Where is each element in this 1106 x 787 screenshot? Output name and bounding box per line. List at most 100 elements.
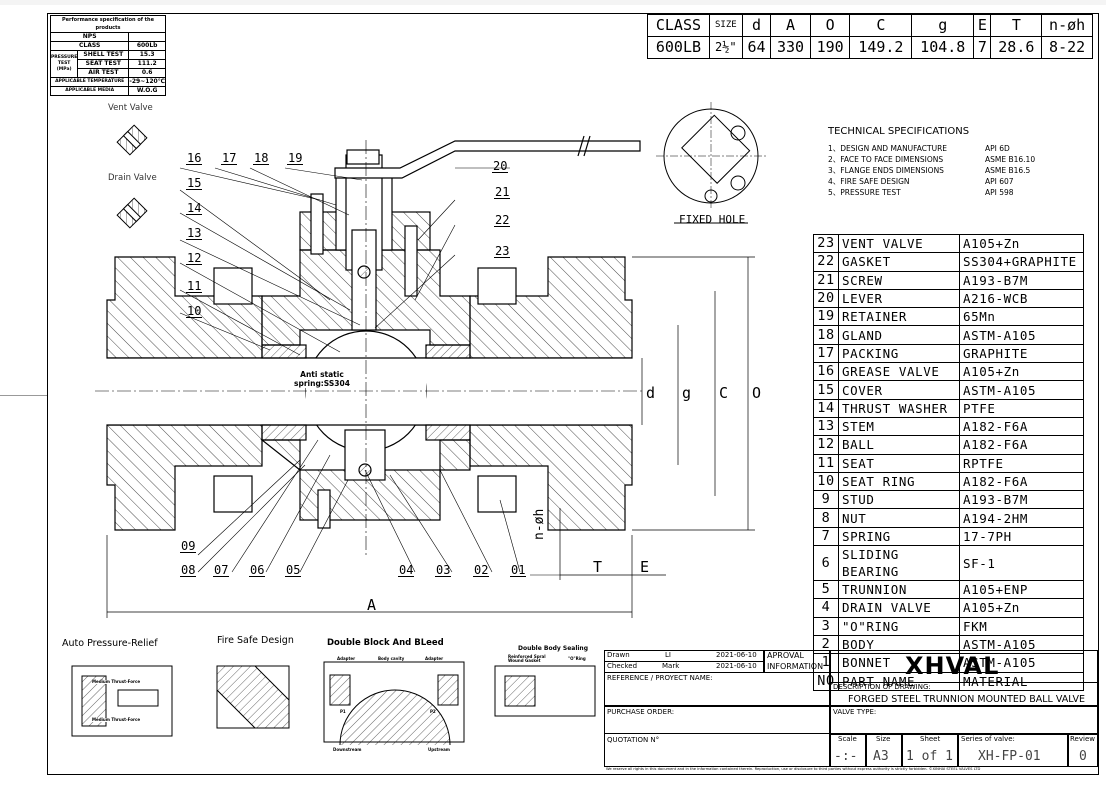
tech-spec-value: API 6D xyxy=(985,144,1010,153)
part-material: FKM xyxy=(959,616,1084,636)
callout-number: 03 xyxy=(435,563,452,577)
tb-purchase-label: PURCHASE ORDER: xyxy=(607,708,675,716)
callout-number: 15 xyxy=(186,176,203,190)
part-material: PTFE xyxy=(959,398,1084,418)
brand-logo: XHVAL xyxy=(905,652,1000,680)
drain-valve-label: Drain Valve xyxy=(108,173,157,183)
tb-reference-label: REFERENCE / PROYECT NAME: xyxy=(607,674,713,682)
callout-number: 18 xyxy=(253,151,270,165)
part-name: SPRING xyxy=(838,526,960,547)
callout-number: 14 xyxy=(186,201,203,215)
callout-number: 04 xyxy=(398,563,415,577)
tb-review-cell xyxy=(1068,734,1098,767)
tb-purchase xyxy=(604,706,830,734)
dim-A-label: A xyxy=(367,596,377,614)
vent-valve-label: Vent Valve xyxy=(108,103,153,113)
dim-nh-label: n-øh xyxy=(532,508,547,540)
anti-static-text: Anti static xyxy=(300,370,344,379)
part-no: 20 xyxy=(813,288,839,309)
callout-number: 16 xyxy=(186,151,203,165)
part-name: STEM xyxy=(838,416,960,437)
dim-value-cell: 190 xyxy=(809,36,851,59)
part-name: TRUNNION xyxy=(838,580,960,600)
tb-review: 0 xyxy=(1079,749,1087,764)
detail-body-cavity: Body cavity xyxy=(378,656,405,661)
part-name: VENT VALVE xyxy=(838,233,960,254)
dim-value-cell: 28.6 xyxy=(990,36,1043,59)
tb-drawn-label: Drawn xyxy=(607,651,630,659)
part-material: A193-B7M xyxy=(959,490,1084,510)
callout-number: 08 xyxy=(180,563,197,577)
part-material: A216-WCB xyxy=(959,288,1084,309)
part-no: 22 xyxy=(813,252,839,272)
detail-oring: "O"Ring xyxy=(568,656,586,661)
performance-title: Performance specification of the product… xyxy=(50,15,166,33)
tb-description xyxy=(830,682,1098,706)
part-no: 16 xyxy=(813,362,839,382)
tb-reference xyxy=(604,672,830,706)
fixed-hole-detail xyxy=(656,102,766,224)
part-no: 10 xyxy=(813,471,839,492)
tb-series: XH-FP-01 xyxy=(978,749,1041,764)
tb-scale: -:- xyxy=(834,749,858,764)
tech-spec-name: 3、FLANGE ENDS DIMENSIONS xyxy=(828,166,944,175)
part-no: 8 xyxy=(813,508,839,528)
tb-description: FORGED STEEL TRUNNION MOUNTED BALL VALVE xyxy=(848,694,1086,705)
detail-fire-title: Fire Safe Design xyxy=(217,635,294,646)
dim-header-cell: n-øh xyxy=(1041,14,1093,37)
part-material: SF-1 xyxy=(959,545,1084,582)
part-material: RPTFE xyxy=(959,453,1084,473)
part-no: 5 xyxy=(813,580,839,600)
part-name: THRUST WASHER xyxy=(838,398,960,418)
part-material: A194-2HM xyxy=(959,508,1084,528)
tb-checked-by: Mark xyxy=(662,662,680,670)
callout-number: 17 xyxy=(221,151,238,165)
part-name: GLAND xyxy=(838,325,960,345)
part-no: 9 xyxy=(813,490,839,510)
part-no: 12 xyxy=(813,435,839,455)
callout-number: 01 xyxy=(510,563,527,577)
part-no: 4 xyxy=(813,598,839,618)
left-marker-line xyxy=(0,395,47,396)
dimension-lines xyxy=(106,256,755,618)
tb-approval-label: APROVAL xyxy=(767,651,804,660)
callout-number: 07 xyxy=(213,563,230,577)
perf-group: PRESSURE TEST (MPa) xyxy=(49,50,79,78)
detail-gasket-note: Reinforced Spral Wound Gasket xyxy=(508,654,546,663)
dim-O-label: O xyxy=(752,384,762,402)
tb-sheet: 1 of 1 xyxy=(906,749,953,764)
tb-review-label: Review xyxy=(1070,735,1095,743)
part-name: SEAT RING xyxy=(838,471,960,492)
part-no: 18 xyxy=(813,325,839,345)
tech-spec-value: API 598 xyxy=(985,188,1014,197)
dim-value-cell: 600LB xyxy=(647,36,710,59)
detail-views xyxy=(71,661,596,746)
drawing-frame xyxy=(47,13,1099,775)
dim-T-label: T xyxy=(593,558,603,576)
part-name: LEVER xyxy=(838,288,960,309)
dim-value-cell: 7 xyxy=(973,36,992,59)
part-no: 3 xyxy=(813,616,839,636)
tb-series-label: Series of valve: xyxy=(961,735,1015,743)
part-material: ASTM-A105 xyxy=(959,634,1084,655)
part-no: 15 xyxy=(813,380,839,400)
top-strip xyxy=(0,0,1106,5)
dim-value-cell: 330 xyxy=(770,36,811,59)
part-material: A182-F6A xyxy=(959,471,1084,492)
part-name: STUD xyxy=(838,490,960,510)
callout-number: 19 xyxy=(287,151,304,165)
part-material: MATERIAL xyxy=(959,671,1084,691)
